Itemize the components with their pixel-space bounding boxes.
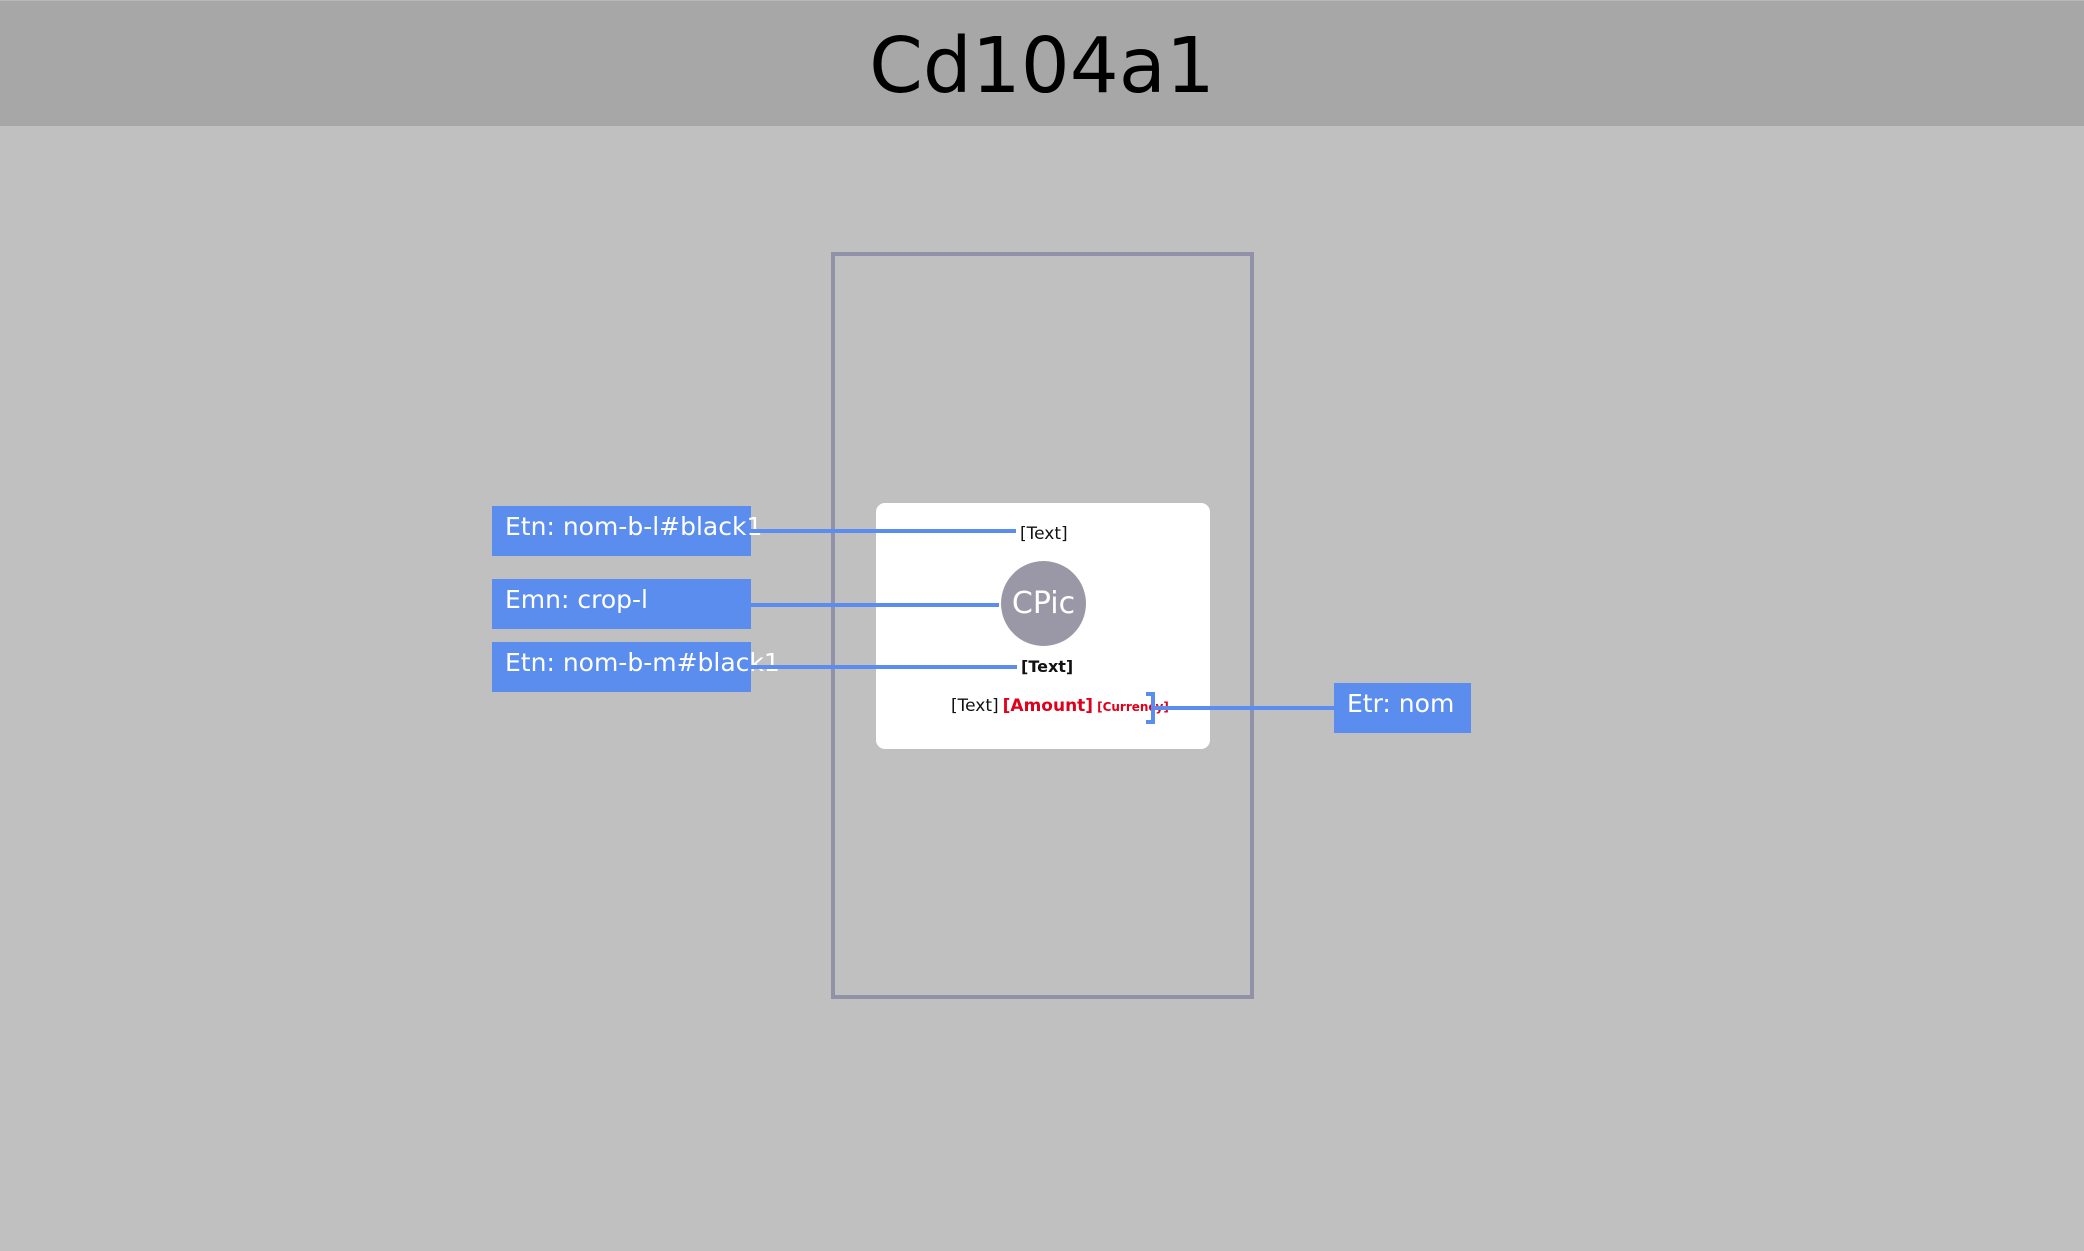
diagram-header: Cd104a1 xyxy=(0,0,2084,126)
annotation-connector-top xyxy=(751,529,1016,533)
card-bold-text: [Text] xyxy=(1021,657,1074,676)
avatar-placeholder: CPic xyxy=(1001,561,1086,646)
phone-frame-outline xyxy=(831,252,1254,999)
avatar-label: CPic xyxy=(1011,586,1076,621)
annotation-connector-bottom xyxy=(751,665,1017,669)
annotation-label-right: Etr: nom xyxy=(1334,683,1471,733)
price-text: [Text] xyxy=(951,696,999,716)
annotation-label-bottom: Etn: nom-b-m#black1 xyxy=(492,642,780,692)
card-top-text: [Text] xyxy=(1020,524,1068,544)
annotation-label-top: Etn: nom-b-l#black1 xyxy=(492,506,762,556)
price-bracket xyxy=(1146,692,1155,724)
price-currency: [Currency] xyxy=(1097,700,1169,714)
annotation-connector-right xyxy=(1155,706,1335,710)
annotation-connector-middle xyxy=(751,603,999,607)
price-amount: [Amount] xyxy=(1002,696,1094,716)
annotation-label-middle: Emn: crop-l xyxy=(492,579,751,629)
price-row: [Text][Amount][Currency] xyxy=(951,694,1169,719)
diagram-title: Cd104a1 xyxy=(869,22,1215,111)
